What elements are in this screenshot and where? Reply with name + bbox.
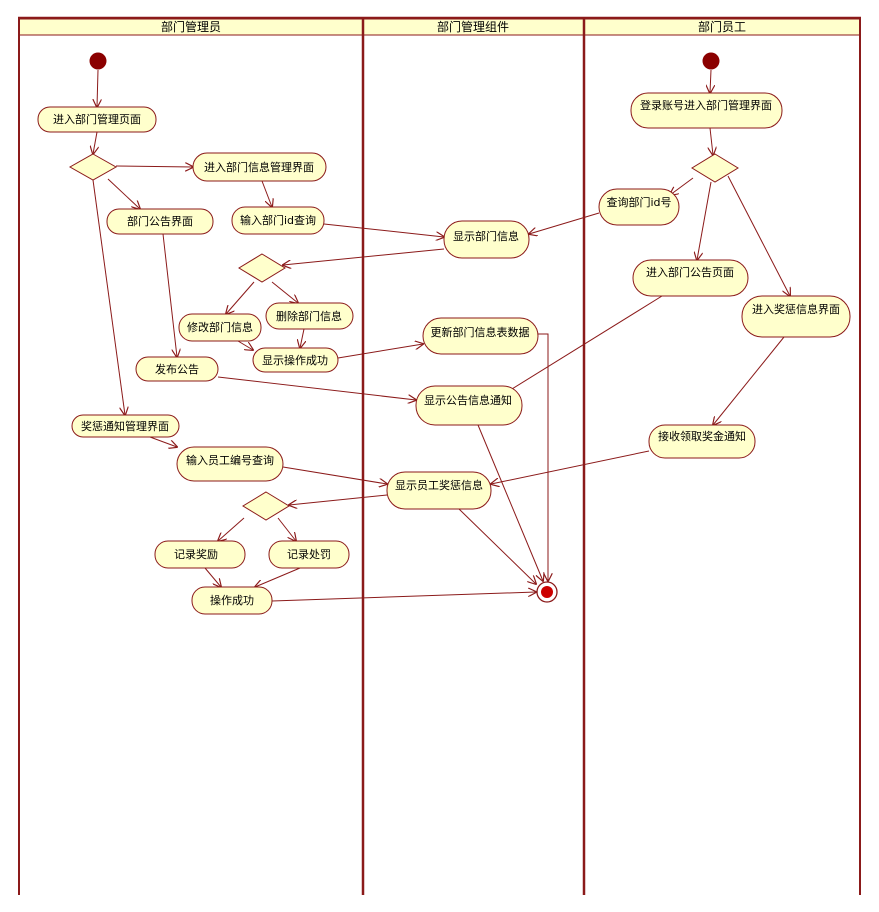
edge-a2-a4 [261,180,272,207]
start-node-admin [89,52,107,70]
node-s4: 进入奖惩信息界面 [741,295,851,338]
node-a6: 删除部门信息 [265,302,354,330]
edge-c4-end [458,508,536,584]
node-a13: 操作成功 [191,586,273,615]
edge-a12-a13 [255,567,301,587]
edge-d2-a5 [226,281,255,314]
node-a12-label: 记录处罚 [287,548,331,561]
lane-title-admin: 部门管理员 [161,19,221,34]
edge-d4-s2 [670,177,694,195]
control-nodes [89,52,720,603]
node-a10-label: 输入员工编号查询 [186,453,274,467]
node-a9-label: 奖惩通知管理界面 [81,419,169,433]
edge-d1-a9 [92,179,125,415]
node-a5: 修改部门信息 [178,313,262,342]
edge-d2-a6 [271,281,298,303]
node-s5: 接收领取奖金通知 [648,424,756,459]
edge-c1-d2 [283,248,445,265]
node-s4-label: 进入奖惩信息界面 [752,302,840,316]
node-a7: 显示操作成功 [252,347,339,373]
node-c2: 更新部门信息表数据 [422,317,539,355]
node-a2-label: 进入部门信息管理界面 [204,160,314,174]
node-a1-label: 进入部门管理页面 [53,112,141,126]
node-c3: 显示公告信息通知 [415,385,523,426]
edge-d4-s4 [727,175,790,296]
edge-a7-c2 [337,344,423,359]
node-c1: 显示部门信息 [443,220,530,259]
start-node-staff [702,52,720,70]
node-c4: 显示员工奖惩信息 [386,471,492,510]
edge-c2-end [538,333,548,581]
edge-sstart-s1 [710,69,711,93]
edge-s3-c3 [499,295,663,397]
edge-c3-end [477,424,543,581]
decisions [68,153,739,521]
activities: 进入部门管理页面 进入部门信息管理界面 部门公告界面 输入部门id查询 修改部门… [37,92,851,615]
edge-start-a1 [97,69,98,107]
node-a4-label: 输入部门id查询 [240,213,316,227]
node-a2: 进入部门信息管理界面 [192,152,327,182]
node-a4: 输入部门id查询 [231,206,325,235]
node-c4-label: 显示员工奖惩信息 [395,478,483,492]
edge-a11-a13 [204,567,221,587]
node-s2: 查询部门id号 [598,188,680,226]
edge-c4-d3 [289,494,388,505]
edge-a3-a8 [162,233,177,357]
node-s3-label: 进入部门公告页面 [646,265,734,279]
node-s2-label: 查询部门id号 [606,195,671,209]
edge-d1-a2 [115,166,193,167]
edge-a5-a7 [237,340,253,350]
edge-s4-s5 [713,336,785,425]
edge-s1-d4 [710,127,713,155]
node-a8-label: 发布公告 [155,362,199,376]
node-a3-label: 部门公告界面 [127,214,193,228]
edge-a6-a7 [300,328,304,348]
node-a5-label: 修改部门信息 [187,320,253,334]
node-a13-label: 操作成功 [210,593,254,607]
node-a6-label: 删除部门信息 [276,309,342,323]
edge-a8-c3 [217,376,416,400]
edge-d1-a3 [107,178,140,209]
node-a12: 记录处罚 [268,540,350,569]
decision-1 [68,153,118,181]
node-s3: 进入部门公告页面 [632,259,749,297]
edge-d3-a12 [277,517,296,541]
node-a3: 部门公告界面 [106,208,214,235]
node-a1: 进入部门管理页面 [37,106,157,133]
lane-title-component: 部门管理组件 [437,19,509,34]
node-s1-label: 登录账号进入部门管理界面 [640,98,772,112]
node-a11: 记录奖励 [154,540,246,569]
node-a10: 输入员工编号查询 [176,446,284,482]
edge-a10-c4 [282,466,387,484]
edge-d4-s3 [697,181,712,260]
edge-a9-a10 [149,436,177,447]
swimlanes: 部门管理员 部门管理组件 部门员工 [18,16,861,895]
node-a8: 发布公告 [135,356,219,382]
edge-a4-c1 [323,223,444,237]
node-s5-label: 接收领取奖金通知 [658,429,746,443]
node-c3-label: 显示公告信息通知 [424,393,512,407]
edges [92,69,790,602]
node-a11-label: 记录奖励 [174,547,218,561]
decision-4 [691,153,739,183]
decision-3 [242,491,290,521]
edge-a13-end [271,592,536,602]
edge-a1-d1 [93,131,97,154]
edge-d3-a11 [218,517,245,541]
node-s1: 登录账号进入部门管理界面 [630,92,783,129]
edge-s5-c4 [491,450,650,484]
decision-2 [238,253,286,283]
node-c2-label: 更新部门信息表数据 [431,325,530,339]
edge-s2-c1 [529,212,600,234]
end-node-inner [541,586,553,598]
node-c1-label: 显示部门信息 [453,229,519,243]
lane-title-staff: 部门员工 [698,19,746,34]
node-a7-label: 显示操作成功 [262,353,328,367]
node-a9: 奖惩通知管理界面 [71,414,180,438]
